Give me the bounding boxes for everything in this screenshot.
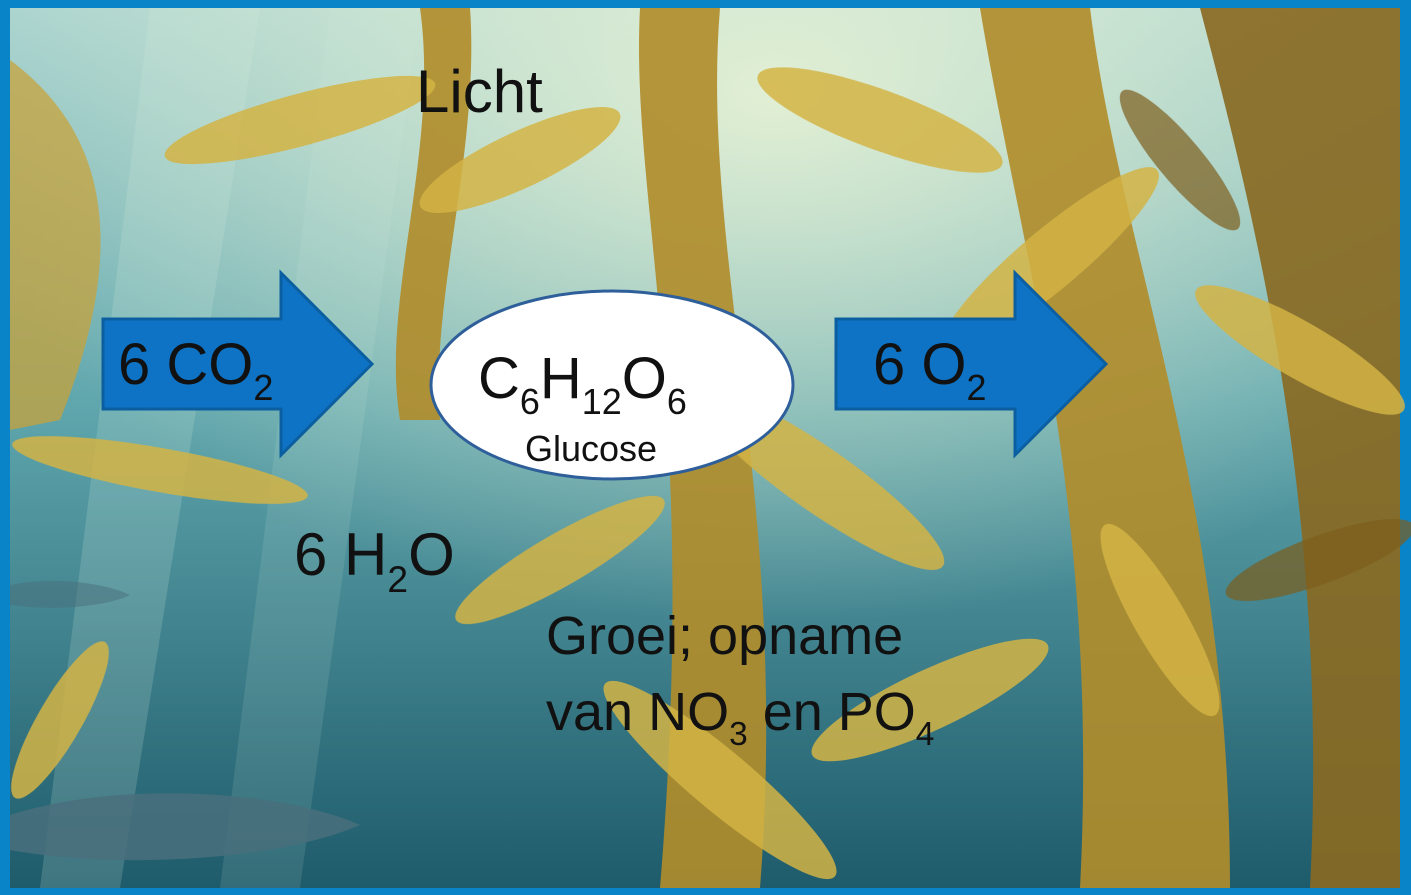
o2-subscript: 2	[966, 367, 987, 409]
hydrogen-subscript: 12	[581, 381, 622, 423]
growth-line-1: Groei; opname	[546, 606, 904, 666]
oxygen-subscript: 6	[666, 381, 687, 423]
nitrate-subscript: 3	[729, 716, 748, 754]
growth-label: Groei; opname van NO3 en PO4	[546, 598, 934, 773]
co2-count: 6	[118, 332, 151, 397]
hydrogen-symbol: H	[539, 346, 582, 411]
phosphate-subscript: 4	[915, 716, 935, 754]
co2-subscript: 2	[253, 367, 274, 409]
water-hydrogen: H	[344, 521, 388, 588]
carbon-subscript: 6	[519, 381, 540, 423]
co2-formula: CO	[166, 332, 254, 397]
light-label: Licht	[416, 58, 543, 125]
o2-label: 6 O2	[873, 336, 987, 406]
water-subscript: 2	[387, 557, 409, 600]
glucose-name: Glucose	[525, 428, 658, 469]
water-oxygen: O	[408, 521, 455, 588]
o2-output-arrow	[834, 269, 1109, 459]
glucose-ellipse	[429, 289, 795, 481]
o2-formula: O	[921, 332, 967, 397]
growth-line-2: van NO3 en PO4	[546, 674, 934, 773]
nitrate-text: van NO	[546, 682, 730, 742]
fish	[10, 580, 360, 861]
water-label: 6 H2O	[294, 525, 455, 598]
water-count: 6	[294, 521, 328, 588]
oxygen-symbol: O	[621, 346, 667, 411]
phosphate-text: en PO	[747, 682, 916, 742]
o2-count: 6	[873, 332, 906, 397]
glucose-formula: C6H12O6	[478, 350, 687, 420]
carbon-symbol: C	[478, 346, 520, 411]
co2-input-arrow	[101, 269, 375, 459]
co2-label: 6 CO2	[118, 336, 273, 406]
